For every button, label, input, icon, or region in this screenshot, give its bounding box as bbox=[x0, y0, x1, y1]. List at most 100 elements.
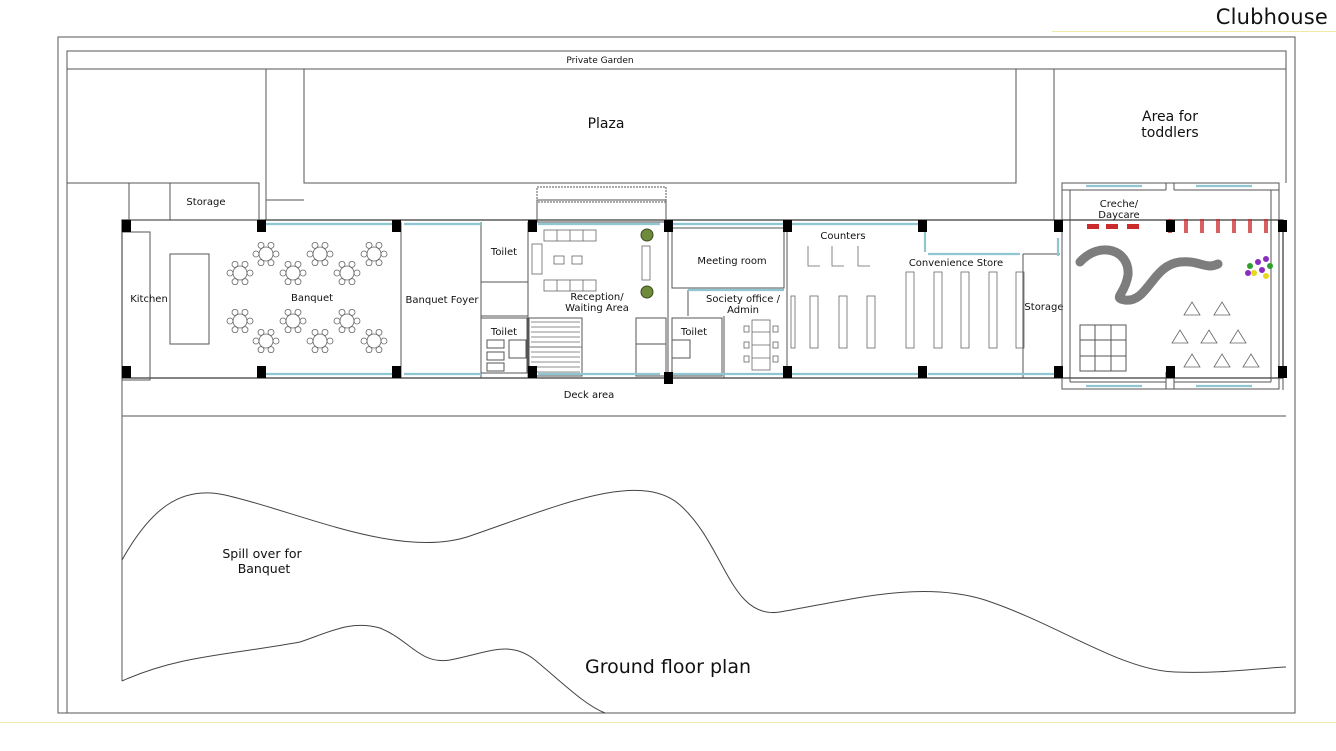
lawn-curves bbox=[121, 489, 1287, 714]
reception-furniture bbox=[531, 228, 654, 299]
kids-cot bbox=[1184, 219, 1188, 233]
header-rule bbox=[1052, 31, 1336, 32]
toddlers-label-line1: Area for bbox=[1142, 109, 1198, 125]
plan-frame bbox=[57, 36, 1296, 714]
storage-top-label: Storage bbox=[186, 197, 225, 208]
shelf bbox=[838, 295, 848, 349]
round-table bbox=[333, 260, 361, 286]
column bbox=[783, 366, 792, 378]
storage-top-room bbox=[128, 182, 260, 221]
upper-zone-lines bbox=[66, 69, 1287, 713]
glazing bbox=[262, 184, 1252, 388]
creche-label-line1: Creche/ bbox=[1100, 199, 1139, 210]
kids-cot bbox=[1264, 219, 1268, 233]
kitchen-room bbox=[121, 231, 151, 381]
creche-tables bbox=[1171, 301, 1260, 368]
triangle-table bbox=[1171, 329, 1189, 344]
round-table bbox=[279, 308, 307, 334]
kids-bench bbox=[1127, 224, 1139, 229]
society-office-label-line1: Society office / bbox=[706, 294, 781, 305]
convenience-store-label: Convenience Store bbox=[909, 258, 1003, 269]
column bbox=[122, 366, 131, 378]
triangle-table bbox=[1213, 301, 1231, 316]
storage-right-label: Storage bbox=[1024, 302, 1063, 313]
kids-cot bbox=[1248, 219, 1252, 233]
toy-dot bbox=[1251, 270, 1257, 276]
round-table bbox=[226, 308, 254, 334]
toy-dot bbox=[1247, 263, 1253, 269]
shelf bbox=[988, 271, 998, 349]
creche-label-line2: Daycare bbox=[1098, 210, 1139, 221]
kids-cot bbox=[1232, 219, 1236, 233]
kids-bench bbox=[1106, 224, 1118, 229]
triangle-table bbox=[1183, 301, 1201, 316]
spill-over-label-line2: Banquet bbox=[238, 561, 291, 576]
column bbox=[918, 366, 927, 378]
play-path bbox=[1075, 245, 1223, 305]
round-table bbox=[306, 241, 334, 267]
column bbox=[392, 220, 401, 232]
toy-dot bbox=[1255, 259, 1261, 265]
round-table bbox=[252, 241, 280, 267]
kids-bench bbox=[1087, 224, 1099, 229]
counter bbox=[807, 246, 820, 267]
banquet-foyer-label: Banquet Foyer bbox=[406, 295, 480, 306]
column bbox=[1278, 366, 1287, 378]
triangle-table bbox=[1213, 353, 1231, 368]
column bbox=[1166, 366, 1175, 378]
plaza-zone bbox=[303, 68, 1017, 184]
shelf bbox=[960, 271, 970, 349]
creche-block bbox=[1061, 182, 1280, 390]
toy-dot bbox=[1259, 267, 1265, 273]
round-table bbox=[360, 241, 388, 267]
column bbox=[918, 220, 927, 232]
toilet-lower-left-label: Toilet bbox=[490, 327, 517, 338]
reception-label-line1: Reception/ bbox=[570, 292, 624, 303]
round-table bbox=[226, 260, 254, 286]
plant-icon bbox=[640, 228, 654, 242]
plant-icon bbox=[640, 285, 654, 299]
counter bbox=[857, 246, 870, 267]
column bbox=[528, 366, 537, 378]
column bbox=[122, 220, 131, 232]
shelf bbox=[933, 271, 943, 349]
toy-dot bbox=[1263, 256, 1269, 262]
meeting-room-label: Meeting room bbox=[697, 256, 766, 267]
triangle-table bbox=[1242, 353, 1260, 368]
society-office-label-line2: Admin bbox=[727, 305, 759, 316]
reception-label-line2: Waiting Area bbox=[565, 303, 629, 314]
column bbox=[1278, 220, 1287, 232]
triangle-table bbox=[1200, 329, 1218, 344]
toilets-and-stairs bbox=[480, 317, 723, 377]
kids-cot bbox=[1216, 219, 1220, 233]
shelf bbox=[1015, 271, 1025, 349]
toy-dot bbox=[1267, 263, 1273, 269]
toddlers-label-line2: toddlers bbox=[1141, 125, 1198, 141]
round-table bbox=[306, 328, 334, 354]
column bbox=[392, 366, 401, 378]
round-table bbox=[333, 308, 361, 334]
column bbox=[664, 220, 673, 232]
plan-title: Ground floor plan bbox=[585, 656, 751, 678]
counter bbox=[831, 246, 844, 267]
kitchen-counter bbox=[169, 253, 210, 345]
column bbox=[1054, 366, 1063, 378]
column bbox=[528, 220, 537, 232]
column bbox=[1166, 220, 1175, 232]
shelf bbox=[809, 295, 819, 349]
structural-columns bbox=[122, 220, 1287, 384]
column bbox=[664, 372, 673, 384]
round-table bbox=[360, 328, 388, 354]
plaza-label: Plaza bbox=[588, 116, 625, 132]
page-title: Clubhouse bbox=[1215, 5, 1328, 29]
shelf bbox=[790, 295, 796, 349]
shelf bbox=[866, 295, 876, 349]
column bbox=[257, 220, 266, 232]
creche-toy-dots bbox=[1245, 256, 1273, 279]
deck-area-label: Deck area bbox=[564, 390, 615, 401]
spill-over-label-line1: Spill over for bbox=[222, 546, 302, 561]
banquet-label: Banquet bbox=[291, 293, 333, 304]
column bbox=[1054, 220, 1063, 232]
column bbox=[257, 366, 266, 378]
